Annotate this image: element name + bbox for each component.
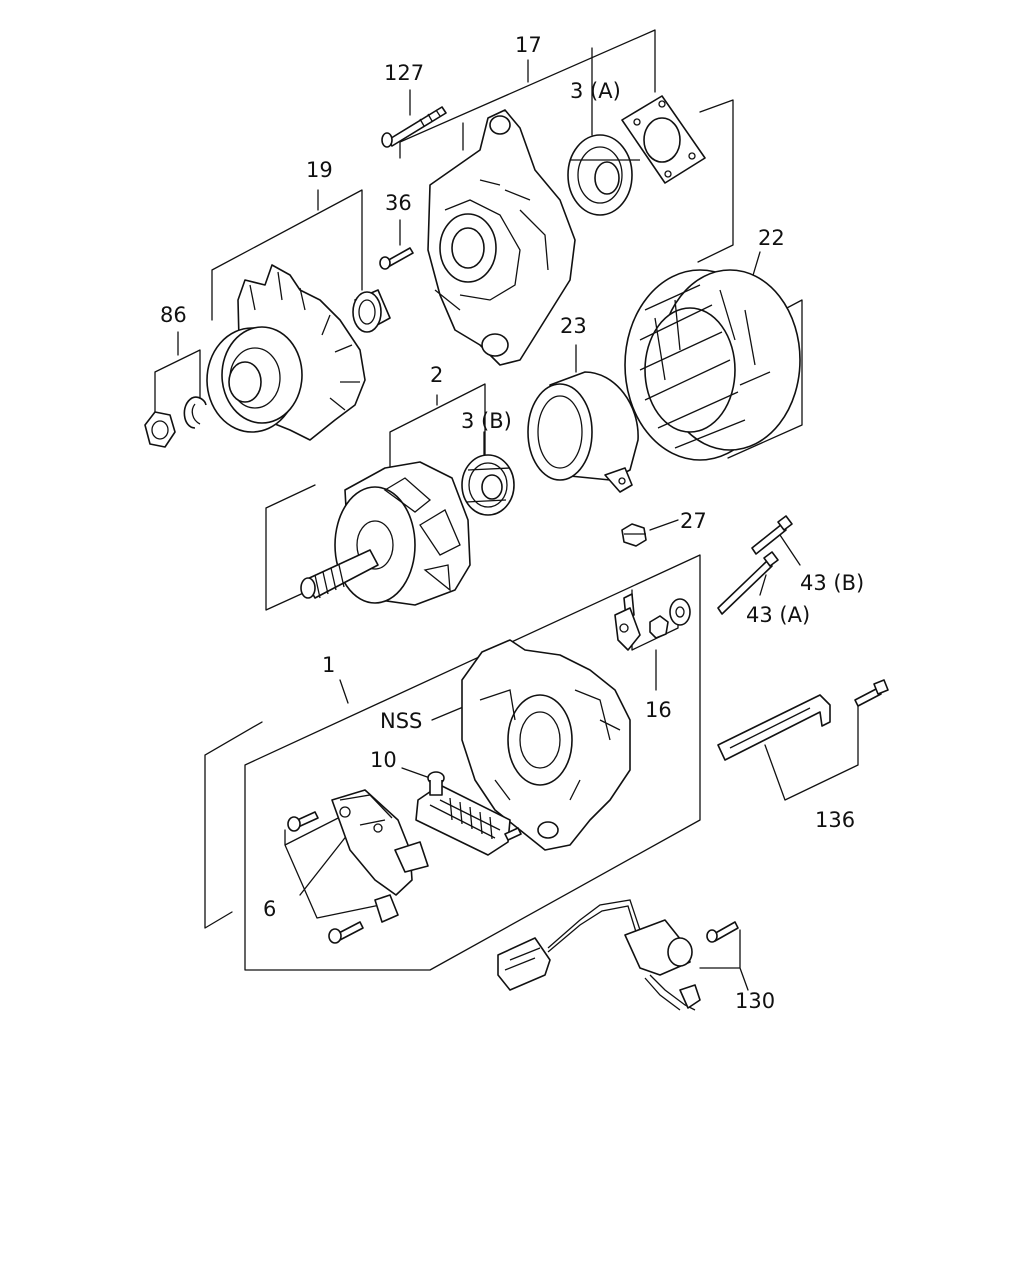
label-3a: 3 (A) xyxy=(570,79,621,103)
bolt-127 xyxy=(381,106,447,148)
label-130: 130 xyxy=(735,989,775,1013)
bolt-136 xyxy=(854,679,889,707)
rotor-2 xyxy=(300,461,471,606)
harness-130 xyxy=(497,899,701,1011)
label-127: 127 xyxy=(384,61,424,85)
screw-6-lower xyxy=(328,921,364,944)
label-36: 36 xyxy=(385,191,412,215)
label-1: 1 xyxy=(322,653,335,677)
label-43b: 43 (B) xyxy=(800,571,864,595)
screw-6-upper xyxy=(287,811,319,832)
label-136: 136 xyxy=(815,808,855,832)
stator-22 xyxy=(624,269,801,461)
gasket-plate xyxy=(621,95,706,184)
label-nss: NSS xyxy=(380,709,422,733)
bracket-136 xyxy=(717,694,831,761)
nut-86 xyxy=(144,411,176,448)
drive-end-frame-17 xyxy=(427,109,576,366)
label-3b: 3 (B) xyxy=(461,409,512,433)
bearing-3a xyxy=(567,134,640,216)
label-27: 27 xyxy=(680,509,707,533)
snap-ring xyxy=(183,396,207,429)
label-6: 6 xyxy=(263,897,276,921)
label-86: 86 xyxy=(160,303,187,327)
label-43a: 43 (A) xyxy=(746,603,810,627)
label-10: 10 xyxy=(370,748,397,772)
bearing-3b xyxy=(461,454,515,516)
fan-pulley-19 xyxy=(206,264,366,441)
label-19: 19 xyxy=(306,158,333,182)
label-16: 16 xyxy=(645,698,672,722)
bolt-43b xyxy=(751,515,793,555)
label-2: 2 xyxy=(430,363,443,387)
label-23: 23 xyxy=(560,314,587,338)
bolt-43a xyxy=(717,551,779,615)
rectifier-10 xyxy=(415,771,522,856)
label-22: 22 xyxy=(758,226,785,250)
nut-27 xyxy=(621,523,647,547)
rear-frame-nss xyxy=(461,639,631,851)
spacer-collar xyxy=(352,289,391,333)
cover-23 xyxy=(527,371,639,493)
terminal-16 xyxy=(614,593,691,651)
bolt-36 xyxy=(379,247,414,270)
screw-130 xyxy=(706,921,739,943)
label-17: 17 xyxy=(515,33,542,57)
part-labels: 127 17 3 (A) 36 19 22 86 23 2 3 (B) 27 4… xyxy=(160,33,864,1013)
regulator-6 xyxy=(331,789,429,923)
